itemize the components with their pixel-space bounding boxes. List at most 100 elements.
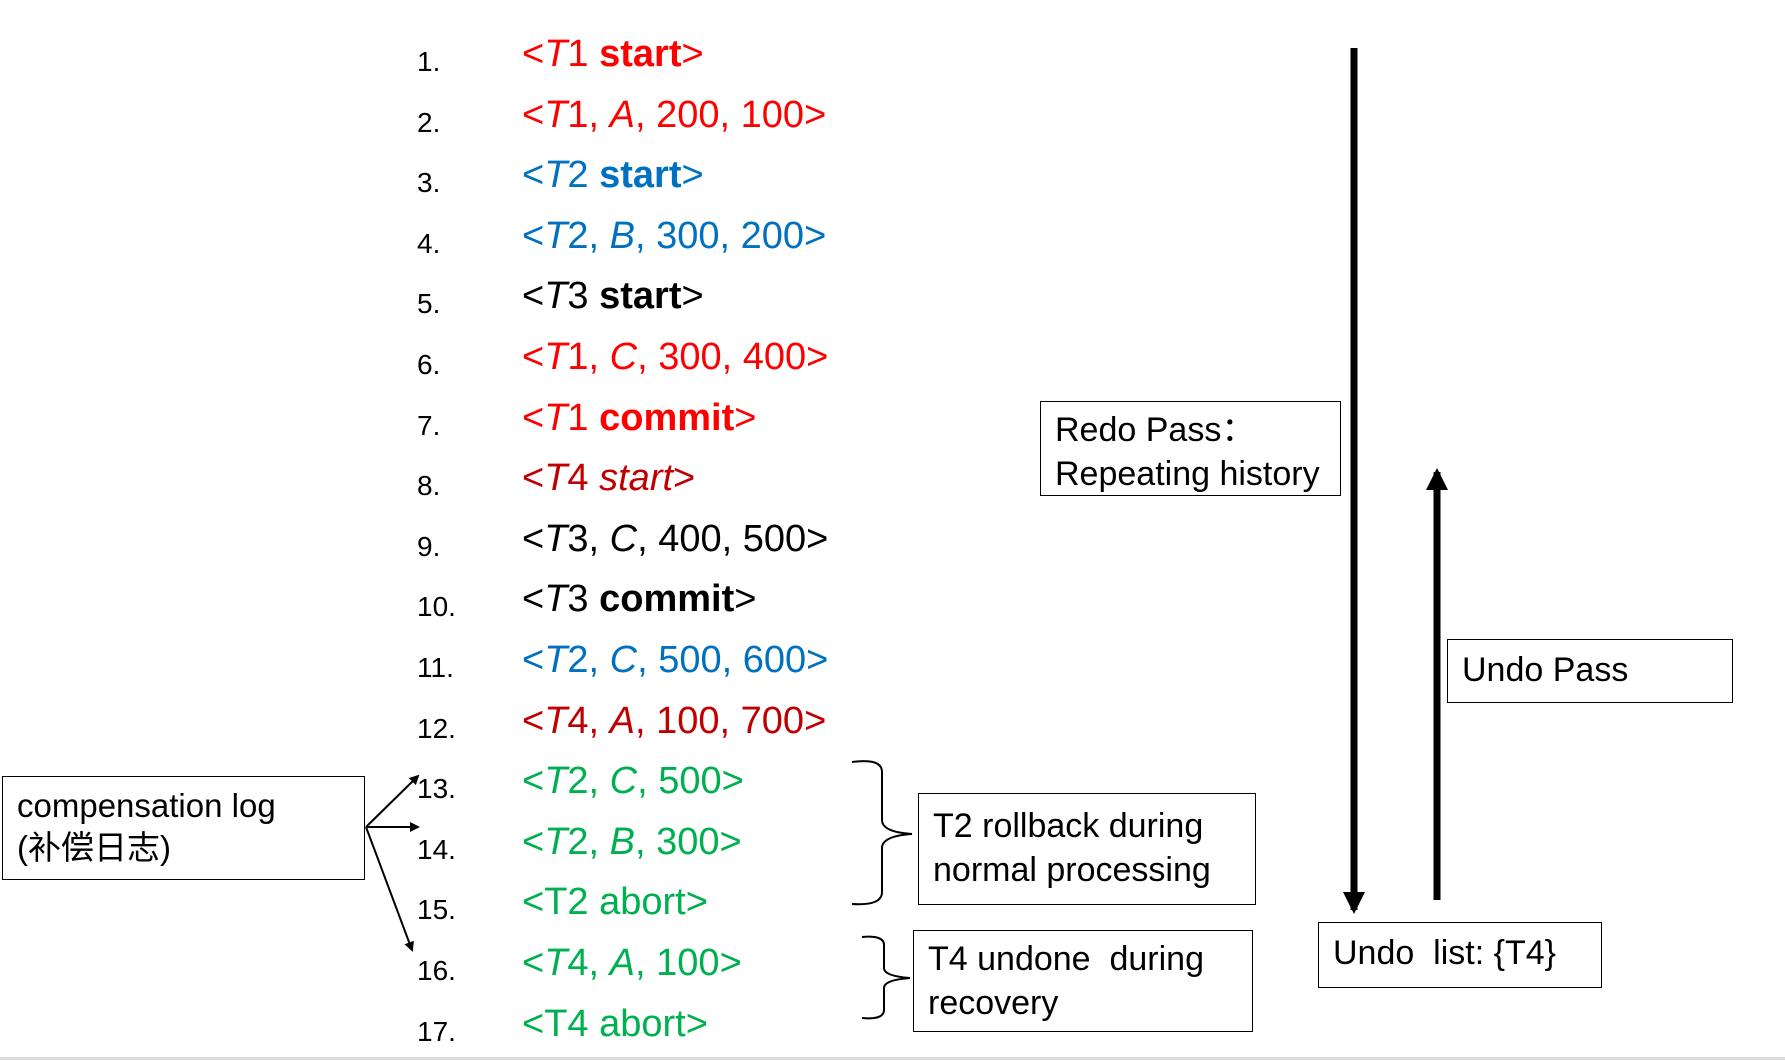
log-record-part: C bbox=[609, 639, 638, 681]
log-record-part: > bbox=[681, 33, 704, 75]
redo-pass-box: Redo Pass： Repeating history bbox=[1040, 401, 1341, 496]
compensation-arrow-13 bbox=[365, 774, 420, 828]
log-record-part: > bbox=[673, 457, 696, 500]
log-line-number: 10. bbox=[417, 591, 456, 623]
log-record-part: T bbox=[544, 275, 568, 318]
log-line-number: 16. bbox=[417, 955, 456, 986]
log-record-part: 1 bbox=[567, 33, 600, 75]
undo-list-box: Undo list: {T4} bbox=[1318, 922, 1602, 988]
log-record: <T1 start> bbox=[522, 32, 704, 76]
log-record-part: > bbox=[734, 578, 757, 621]
log-line-number: 7. bbox=[417, 409, 441, 441]
log-record-part: T bbox=[544, 820, 568, 863]
log-record-part: , bbox=[635, 942, 657, 984]
log-record-part: 3 bbox=[567, 275, 600, 318]
log-record-part: , 500> bbox=[637, 760, 744, 803]
log-record-part: < bbox=[522, 396, 545, 439]
log-record-part: B bbox=[609, 214, 636, 257]
log-record-part: 3 bbox=[567, 578, 600, 621]
compensation-arrow-16 bbox=[365, 826, 414, 952]
log-record-part: , 100, 700> bbox=[635, 699, 827, 742]
log-record-part: T bbox=[544, 396, 568, 439]
log-record-part: < bbox=[522, 699, 545, 742]
log-record-part: T bbox=[544, 578, 568, 621]
log-record-part: < bbox=[522, 457, 545, 500]
log-record-part: A bbox=[609, 699, 636, 742]
log-record-part: start bbox=[599, 275, 682, 318]
log-record-part: commit bbox=[599, 396, 735, 439]
log-line-number: 11. bbox=[417, 652, 454, 683]
brace-t4-undone bbox=[861, 935, 911, 1020]
log-record-part: 2, bbox=[567, 639, 610, 681]
log-line-number: 4. bbox=[417, 227, 441, 259]
log-record-part: C bbox=[609, 517, 638, 560]
log-record-part: T bbox=[544, 699, 568, 742]
log-record-part: 3, bbox=[567, 517, 610, 560]
log-record-part: T bbox=[544, 942, 568, 984]
log-record-part: <T4 abort> bbox=[522, 1002, 708, 1045]
log-record-part: 1, bbox=[567, 93, 610, 136]
t4-undone-box: T4 undone during recovery bbox=[913, 930, 1253, 1032]
log-record: <T2, B, 300> bbox=[522, 820, 742, 864]
log-line-number: 6. bbox=[417, 349, 441, 380]
log-record-part: T bbox=[544, 214, 568, 257]
log-line-number: 3. bbox=[417, 167, 441, 199]
log-record-part: 2, bbox=[567, 820, 610, 863]
log-record-part: C bbox=[609, 760, 638, 803]
log-record-part: start bbox=[599, 154, 682, 197]
log-record-part: > bbox=[681, 275, 704, 318]
log-record-part: < bbox=[522, 33, 545, 75]
log-line-number: 8. bbox=[417, 470, 441, 502]
log-record-part: , 200, 100> bbox=[635, 93, 827, 136]
log-record-part: < bbox=[522, 154, 545, 197]
log-record-part: 1 bbox=[567, 396, 600, 439]
log-record: <T3, C, 400, 500> bbox=[522, 517, 828, 561]
log-record: <T1, C, 300, 400> bbox=[522, 335, 828, 379]
log-record-part: <T2 abort> bbox=[522, 881, 708, 924]
log-record: <T2, B, 300, 200> bbox=[522, 214, 826, 258]
log-record-part: start bbox=[599, 33, 682, 75]
log-record: <T4 abort> bbox=[522, 1002, 708, 1046]
log-record-part: , 500, 600> bbox=[637, 639, 829, 681]
log-record-part: 2 bbox=[567, 154, 600, 197]
log-record-part: T bbox=[544, 93, 568, 136]
log-record: <T4, A, 100> bbox=[522, 941, 742, 985]
log-record: <T2 start> bbox=[522, 153, 704, 197]
log-line-number: 9. bbox=[417, 530, 441, 562]
log-record: <T4, A, 100, 700> bbox=[522, 699, 826, 743]
log-record: <T2, C, 500, 600> bbox=[522, 638, 828, 682]
log-record: <T3 start> bbox=[522, 274, 704, 318]
log-record-part: B bbox=[609, 820, 636, 863]
log-record-part: 2, bbox=[567, 760, 610, 803]
log-record-part: commit bbox=[599, 578, 735, 621]
log-record-part: C bbox=[609, 336, 638, 378]
log-record-part: 4, bbox=[567, 699, 610, 742]
log-record: <T1, A, 200, 100> bbox=[522, 93, 826, 137]
log-record-part: T bbox=[544, 457, 568, 500]
log-record-part: T bbox=[544, 154, 568, 197]
log-line-number: 15. bbox=[417, 894, 456, 926]
log-record-part: , 400, 500> bbox=[637, 517, 829, 560]
log-line-number: 12. bbox=[417, 712, 456, 744]
undo-pass-box: Undo Pass bbox=[1447, 639, 1733, 703]
log-record-part: start bbox=[599, 457, 674, 500]
log-record-part: , 300> bbox=[635, 820, 742, 863]
log-record-part: T bbox=[544, 33, 568, 75]
log-record-part: < bbox=[522, 942, 545, 984]
brace-t2-rollback bbox=[851, 760, 913, 906]
log-record-part: 4, bbox=[567, 942, 610, 984]
log-record-part: < bbox=[522, 275, 545, 318]
log-record-part: < bbox=[522, 517, 545, 560]
log-line-number: 5. bbox=[417, 288, 441, 320]
log-record-part: > bbox=[719, 942, 742, 984]
log-record-part: A bbox=[609, 93, 636, 136]
log-record-part: > bbox=[681, 154, 704, 197]
bottom-divider bbox=[0, 1057, 1785, 1060]
log-line-number: 2. bbox=[417, 106, 441, 138]
log-record-part: , 300, 200> bbox=[635, 214, 827, 257]
compensation-log-box: compensation log (补偿日志) bbox=[2, 776, 365, 880]
log-record-part: 100 bbox=[656, 942, 720, 984]
log-record-part: < bbox=[522, 639, 545, 681]
log-record-part: 2, bbox=[567, 214, 610, 257]
